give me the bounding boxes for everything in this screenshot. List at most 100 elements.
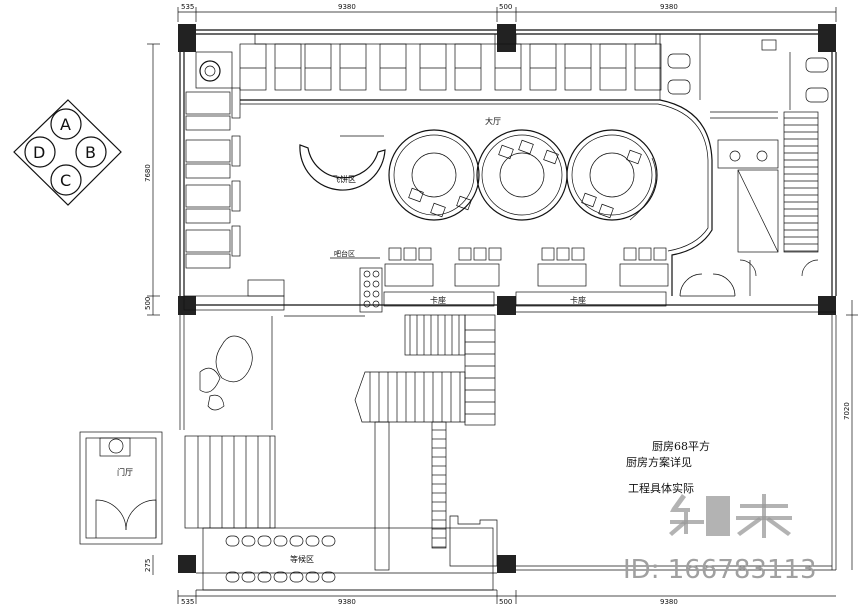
booth-seat [634, 43, 662, 91]
watermark-id: ID: 166783113 [623, 555, 817, 585]
booth-table [185, 115, 231, 131]
booth-seat [494, 43, 522, 91]
waiting-seat [289, 571, 304, 583]
compass-d: D [33, 143, 45, 162]
booth-seat [185, 184, 231, 208]
waiting-seat [257, 535, 272, 547]
waiting-seat [289, 535, 304, 547]
dim-top-3: 500 [499, 3, 512, 11]
watermark: ID: 166783113 [623, 494, 817, 585]
compass-c: C [60, 171, 71, 190]
round-table-3 [566, 129, 658, 221]
note-line-2: 厨房方案详见 [626, 455, 692, 469]
main-hall: 大厅 飞饼区 [240, 99, 713, 296]
chair [543, 149, 559, 165]
compass: A B C D [13, 99, 122, 206]
chair [638, 247, 652, 261]
central-staircase [354, 314, 496, 571]
dim-top-4: 9380 [660, 3, 678, 11]
lobby-label: 门厅 [117, 467, 133, 477]
washrooms [659, 34, 829, 169]
chair [458, 247, 472, 261]
booth-seat [304, 43, 332, 91]
booth-seat [454, 43, 482, 91]
round-table-2 [476, 129, 568, 221]
booth-seat [379, 43, 407, 91]
booth-divider [231, 135, 241, 167]
chair [408, 187, 424, 203]
note-line-3: 工程具体实际 [628, 481, 694, 495]
dim-bottom-3: 500 [499, 598, 512, 606]
booth-label-right: 卡座 [570, 295, 586, 305]
waiting-seat [273, 571, 288, 583]
waiting-seat [305, 535, 320, 547]
stool [372, 290, 380, 298]
private-room-label: 飞饼区 [332, 174, 356, 184]
stool [363, 270, 371, 278]
waiting-seat [273, 535, 288, 547]
waiting-seat [225, 571, 240, 583]
dining-table [537, 263, 587, 287]
watermark-logo-icon [669, 494, 792, 538]
chair [403, 247, 417, 261]
stool [372, 280, 380, 288]
chair [556, 247, 570, 261]
lower-left-area: 门厅 等候区 [79, 295, 498, 591]
dim-top-2: 9380 [338, 3, 356, 11]
dining-table [384, 263, 434, 287]
stool [363, 300, 371, 308]
chair [488, 247, 502, 261]
stool [372, 270, 380, 278]
waiting-seat [321, 535, 336, 547]
dimension-left: 7680 500 275 [144, 43, 160, 575]
booth-divider [231, 225, 241, 257]
staircase-right [783, 111, 819, 253]
dim-right-1: 7020 [843, 402, 851, 420]
chair [571, 247, 585, 261]
exterior-walls [178, 24, 837, 591]
chair [626, 149, 642, 165]
chair [418, 247, 432, 261]
stool [363, 280, 371, 288]
stool [372, 300, 380, 308]
booth-seat [599, 43, 627, 91]
booth-seat [185, 229, 231, 253]
hall-label: 大厅 [485, 116, 501, 126]
chair [623, 247, 637, 261]
waiting-seat [305, 571, 320, 583]
chair [430, 202, 446, 218]
stair-frame [783, 111, 819, 253]
waiting-seat [225, 535, 240, 547]
dim-bottom-1: 535 [181, 598, 194, 606]
dim-bottom-2: 9380 [338, 598, 356, 606]
waiting-label: 等候区 [290, 554, 314, 564]
utility-room [679, 169, 819, 297]
dim-top-1: 535 [181, 3, 194, 11]
stool [363, 290, 371, 298]
booth-table [185, 253, 231, 269]
dimension-top: 535 9380 500 9380 [177, 3, 837, 22]
dim-left-3: 275 [144, 559, 152, 572]
booth-seat [339, 43, 367, 91]
booth-seat [419, 43, 447, 91]
chair [598, 203, 614, 219]
booth-strip: 卡座 卡座 吧台区 [247, 249, 667, 313]
dimension-right: 7020 [843, 300, 858, 570]
dim-left-1: 7680 [144, 164, 152, 182]
booth-seat [529, 43, 557, 91]
chair [388, 247, 402, 261]
booth-table [185, 208, 231, 224]
top-booths [195, 33, 662, 91]
dimension-bottom: 535 9380 500 9380 [177, 590, 836, 606]
booth-table [185, 163, 231, 179]
waiting-seat [321, 571, 336, 583]
chair [653, 247, 667, 261]
booth-divider [231, 87, 241, 119]
booth-seat [185, 139, 231, 163]
dining-table [454, 263, 500, 287]
chair [473, 247, 487, 261]
note-line-1: 厨房68平方 [652, 439, 710, 453]
chair [456, 195, 472, 211]
chair [498, 144, 514, 160]
